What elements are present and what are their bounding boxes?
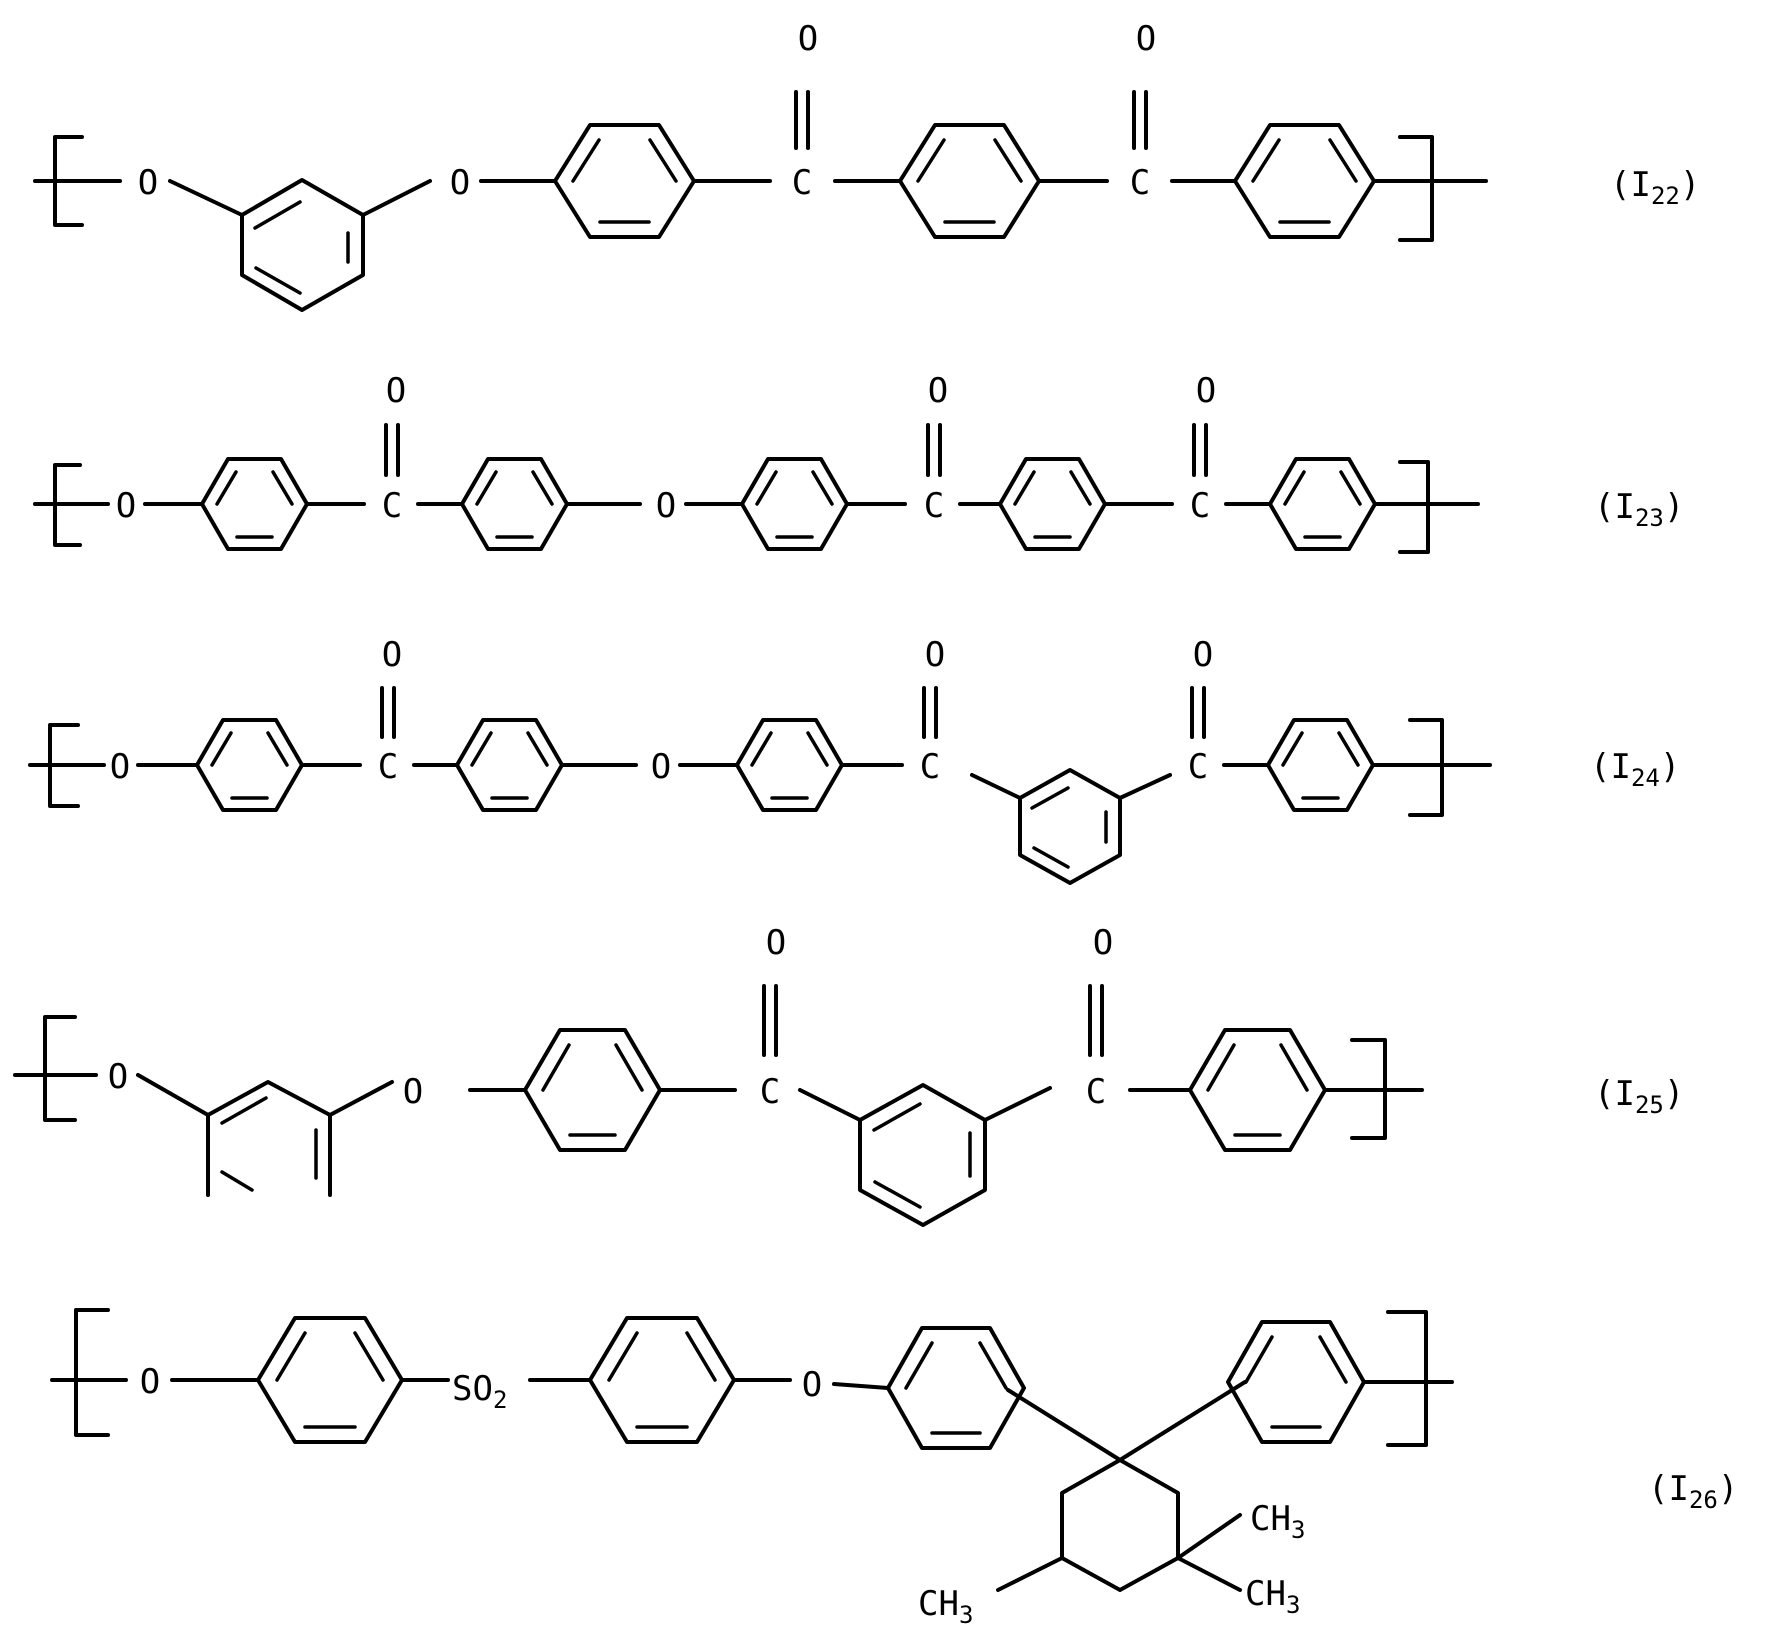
formula-i22: O O C O C O: [35, 19, 1700, 310]
benzene-ring: [860, 1085, 985, 1225]
benzene-ring: [900, 125, 1039, 237]
bracket-left: [45, 1017, 75, 1120]
bond: [972, 775, 1020, 798]
oxygen-atom: O: [1093, 923, 1113, 963]
benzene-ring: [888, 1328, 1024, 1448]
formula-label: (I25): [1594, 1074, 1684, 1119]
oxygen-atom: O: [138, 163, 158, 203]
carbon-atom: C: [924, 486, 944, 526]
methyl-bond: [1178, 1558, 1240, 1590]
oxygen-atom: O: [140, 1362, 160, 1402]
cyclohexane-ring: [1062, 1460, 1178, 1590]
oxygen-atom: O: [382, 635, 402, 675]
carbon-atom: C: [1190, 486, 1210, 526]
oxygen-atom: O: [925, 635, 945, 675]
methyl-bond: [998, 1558, 1062, 1590]
oxygen-atom: O: [656, 486, 676, 526]
oxygen-atom: O: [798, 19, 818, 59]
carbon-atom: C: [760, 1072, 780, 1112]
carbon-atom: C: [792, 163, 812, 203]
bond: [834, 1384, 888, 1388]
sulfonyl-group: SO2: [452, 1369, 507, 1414]
formula-i24: O C O O C O C O: [30, 635, 1680, 883]
oxygen-atom: O: [386, 371, 406, 411]
formula-i25: O O C O C O (I25): [15, 923, 1684, 1225]
oxygen-atom: O: [651, 747, 671, 787]
bond: [1120, 1382, 1245, 1460]
oxygen-atom: O: [1136, 19, 1156, 59]
carbon-atom: C: [1086, 1072, 1106, 1112]
benzene-ring: [525, 1030, 660, 1150]
oxygen-atom: O: [766, 923, 786, 963]
formula-label: (I26): [1648, 1469, 1738, 1514]
bond: [1008, 1390, 1120, 1460]
carbon-atom: C: [1188, 747, 1208, 787]
benzene-ring: [1190, 1030, 1325, 1150]
formula-i23: O C O O C O C O: [35, 371, 1684, 552]
oxygen-atom: O: [450, 163, 470, 203]
oxygen-atom: O: [1193, 635, 1213, 675]
bond: [138, 1075, 208, 1115]
oxygen-atom: O: [928, 371, 948, 411]
bond: [170, 181, 242, 215]
benzene-ring: [242, 180, 363, 310]
methyl-group: CH3: [1250, 1499, 1305, 1544]
bracket-right: [1400, 462, 1428, 552]
formula-label: (I22): [1610, 165, 1700, 210]
oxygen-atom: O: [108, 1057, 128, 1097]
benzene-ring: [1235, 125, 1374, 237]
carbon-atom: C: [920, 747, 940, 787]
bracket-right: [1410, 720, 1442, 815]
bond: [1120, 775, 1170, 798]
carbon-atom: C: [1130, 163, 1150, 203]
ring-double-bond: [255, 202, 300, 228]
oxygen-atom: O: [403, 1072, 423, 1112]
formula-i26: O SO2 O CH3 CH3 CH3: [52, 1310, 1738, 1629]
bond: [363, 181, 430, 215]
benzene-ring: [555, 125, 694, 237]
oxygen-atom: O: [116, 486, 136, 526]
formula-label: (I23): [1594, 487, 1684, 532]
ring-double-bond: [222, 1172, 252, 1190]
bond: [800, 1090, 860, 1120]
bracket-right: [1388, 1312, 1426, 1445]
oxygen-atom: O: [1196, 371, 1216, 411]
benzene-ring: [590, 1318, 734, 1442]
benzene-ring: [1228, 1322, 1364, 1442]
bracket-left: [76, 1310, 108, 1435]
formula-label: (I24): [1590, 747, 1680, 792]
carbon-atom: C: [378, 747, 398, 787]
benzene-ring: [258, 1318, 402, 1442]
carbon-atom: C: [382, 486, 402, 526]
methyl-group: CH3: [918, 1584, 973, 1629]
oxygen-atom: O: [110, 747, 130, 787]
benzene-ring: [208, 1082, 330, 1195]
ring-double-bond: [1032, 788, 1068, 808]
methyl-bond: [1178, 1515, 1240, 1558]
bracket-right: [1400, 137, 1432, 240]
oxygen-atom: O: [802, 1365, 822, 1405]
bond: [330, 1082, 392, 1115]
methyl-group: CH3: [1245, 1574, 1300, 1619]
bond: [985, 1088, 1050, 1120]
